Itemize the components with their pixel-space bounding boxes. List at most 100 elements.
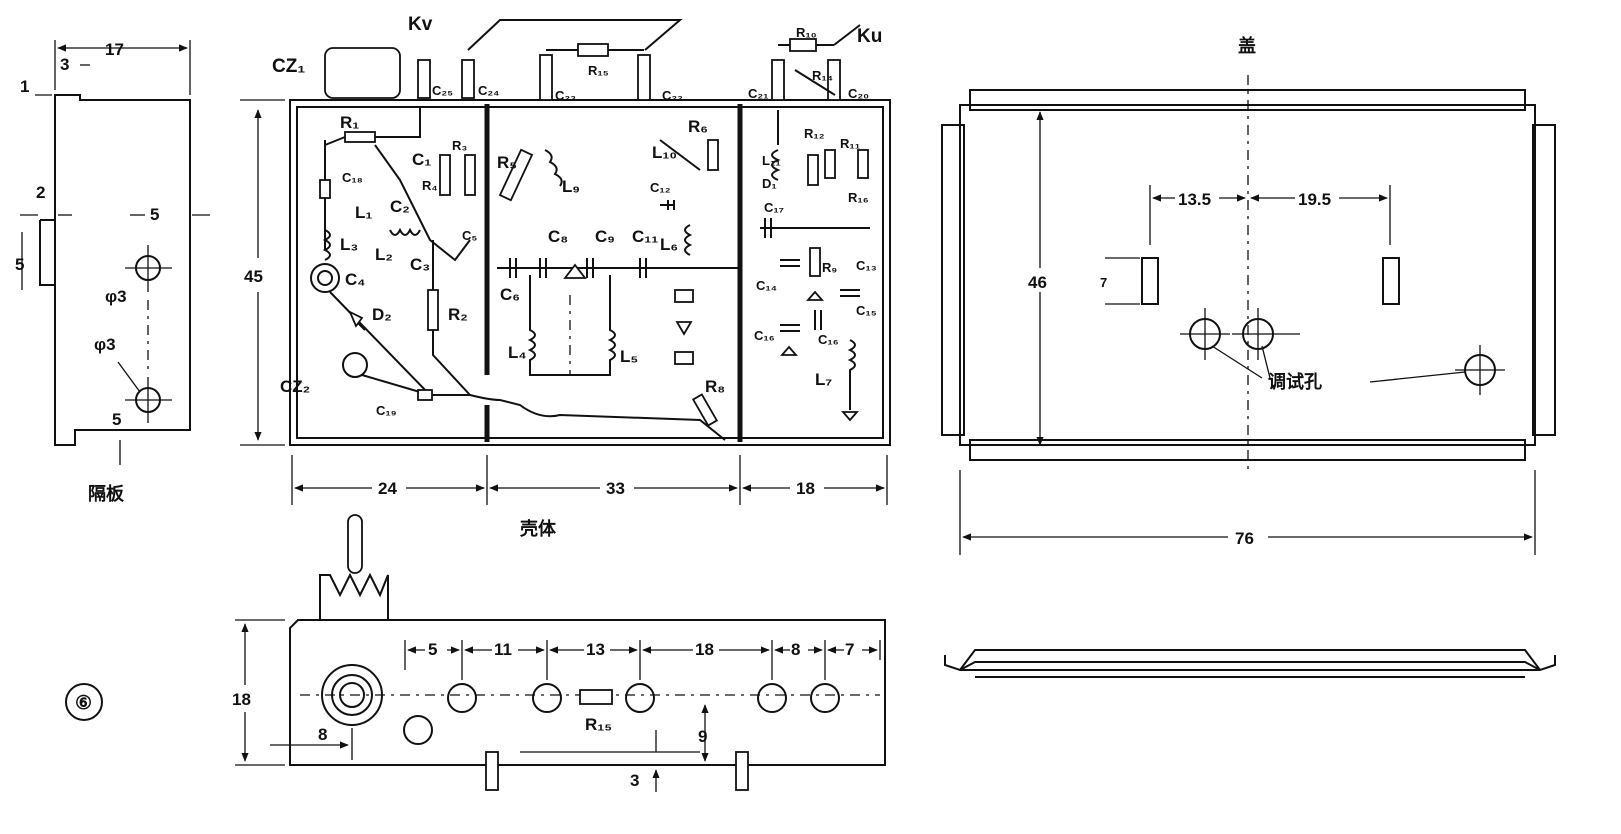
dim-phi3-a: φ3 (105, 287, 127, 306)
housing-caption: 壳体 (519, 518, 557, 540)
svg-text:R₈: R₈ (705, 377, 725, 396)
label-cz2: CZ₂ (280, 377, 310, 396)
svg-text:C₁₅: C₁₅ (856, 303, 877, 318)
svg-text:L₆: L₆ (660, 235, 678, 254)
connector-top (319, 572, 389, 620)
svg-text:R₅: R₅ (497, 153, 517, 172)
lid-caption: 盖 (1238, 35, 1256, 57)
svg-text:C₂₂: C₂₂ (662, 88, 683, 103)
svg-text:L₃: L₃ (340, 235, 358, 254)
svg-text:L₁₁: L₁₁ (762, 153, 781, 168)
lid-view: 盖 46 13.5 19.5 7 调试孔 76 (941, 35, 1556, 678)
svg-text:R₄: R₄ (422, 178, 438, 193)
dim-b-3: 3 (630, 771, 639, 790)
svg-text:C₆: C₆ (500, 285, 520, 304)
partition-caption: 隔板 (88, 483, 125, 505)
dim-b-8-left: 8 (318, 725, 327, 744)
adjust-hole-note: 调试孔 (1268, 371, 1322, 393)
resistor-r15-top (577, 43, 609, 57)
svg-text:C₂₁: C₂₁ (748, 86, 769, 101)
dim-b-9: 9 (698, 727, 707, 746)
svg-text:C₂₀: C₂₀ (848, 86, 869, 101)
dim-24: 24 (378, 479, 397, 498)
housing-outline (289, 99, 891, 446)
dim-b-7: 7 (845, 640, 854, 659)
dim-b-8: 8 (791, 640, 800, 659)
svg-text:R₁₅: R₁₅ (585, 715, 612, 734)
housing-view: CZ₁ Kv Ku C₂₅ C₂₄ C₂₃ R₁₅ C₂₂ C₂₁ C₂₀ R₁… (240, 14, 891, 540)
svg-text:R₆: R₆ (688, 117, 708, 136)
svg-text:C₁₃: C₁₃ (856, 258, 877, 273)
dim-b-18: 18 (695, 640, 714, 659)
dim-3: 3 (60, 55, 69, 74)
dim-19-5: 19.5 (1298, 190, 1331, 209)
svg-text:L₅: L₅ (620, 347, 638, 366)
svg-text:C₂₃: C₂₃ (555, 88, 576, 103)
dim-17: 17 (105, 40, 124, 59)
dim-13-5: 13.5 (1178, 190, 1211, 209)
svg-text:L₄: L₄ (508, 343, 527, 362)
svg-text:C₁₉: C₁₉ (376, 403, 397, 418)
svg-text:C₁₄: C₁₄ (756, 278, 777, 293)
dim-46: 46 (1028, 273, 1047, 292)
connector-cz2 (342, 352, 368, 378)
bottom-outline (289, 619, 886, 766)
dim-b-11: 11 (494, 640, 512, 659)
partition-tab (39, 219, 55, 286)
svg-text:C₂: C₂ (390, 197, 410, 216)
svg-text:C₂₅: C₂₅ (432, 83, 453, 98)
dim-5-left: 5 (15, 255, 24, 274)
label-cz1: CZ₁ (272, 56, 305, 77)
figure-number: ⑥ (65, 683, 103, 721)
figure-number-text: ⑥ (75, 693, 92, 714)
svg-text:R₁₄: R₁₄ (812, 68, 833, 83)
label-kv: Kv (408, 14, 433, 35)
svg-text:R₁: R₁ (340, 113, 359, 132)
svg-text:C₂₄: C₂₄ (478, 83, 499, 98)
dim-76: 76 (1235, 529, 1254, 548)
svg-text:L₁₀: L₁₀ (652, 143, 677, 162)
svg-text:C₁₈: C₁₈ (342, 170, 363, 185)
svg-text:R₁₆: R₁₆ (848, 190, 869, 205)
svg-text:D₂: D₂ (372, 305, 392, 324)
label-ku: Ku (857, 26, 882, 47)
svg-text:L₇: L₇ (815, 370, 832, 389)
svg-text:C₈: C₈ (548, 227, 568, 246)
svg-text:C₁: C₁ (412, 150, 431, 169)
connector-c4 (310, 263, 340, 293)
dim-18: 18 (796, 479, 815, 498)
dim-phi3-b: φ3 (94, 335, 116, 354)
lid-section (944, 649, 1556, 672)
dim-45: 45 (244, 267, 263, 286)
svg-text:L₁: L₁ (355, 203, 372, 222)
svg-text:R₂: R₂ (448, 305, 468, 324)
dim-1: 1 (20, 77, 29, 96)
svg-text:C₁₆: C₁₆ (818, 332, 839, 347)
partition-outline (54, 94, 191, 446)
svg-text:R₉: R₉ (822, 260, 837, 275)
svg-text:L₂: L₂ (375, 245, 393, 264)
svg-text:R₃: R₃ (452, 138, 467, 153)
svg-text:C₄: C₄ (345, 270, 365, 289)
svg-text:C₁₂: C₁₂ (650, 180, 671, 195)
svg-text:R₁₂: R₁₂ (804, 126, 825, 141)
dim-7: 7 (1100, 275, 1107, 290)
svg-text:D₁: D₁ (762, 176, 777, 191)
dim-5-bottom: 5 (112, 410, 121, 429)
dim-2: 2 (36, 183, 45, 202)
svg-text:C₉: C₉ (595, 227, 615, 246)
svg-text:L₉: L₉ (562, 177, 580, 196)
svg-text:C₁₇: C₁₇ (764, 200, 784, 215)
svg-text:C₁₁: C₁₁ (632, 227, 658, 246)
svg-text:R₁₅: R₁₅ (588, 63, 609, 78)
dim-5-right: 5 (150, 205, 159, 224)
svg-text:R₁₁: R₁₁ (840, 136, 860, 151)
dim-33: 33 (606, 479, 625, 498)
svg-text:R₁₀: R₁₀ (796, 25, 817, 40)
svg-text:C₃: C₃ (410, 255, 430, 274)
dim-b-13: 13 (586, 640, 605, 659)
svg-text:C₅: C₅ (462, 228, 477, 243)
connector-cz1 (324, 47, 401, 99)
